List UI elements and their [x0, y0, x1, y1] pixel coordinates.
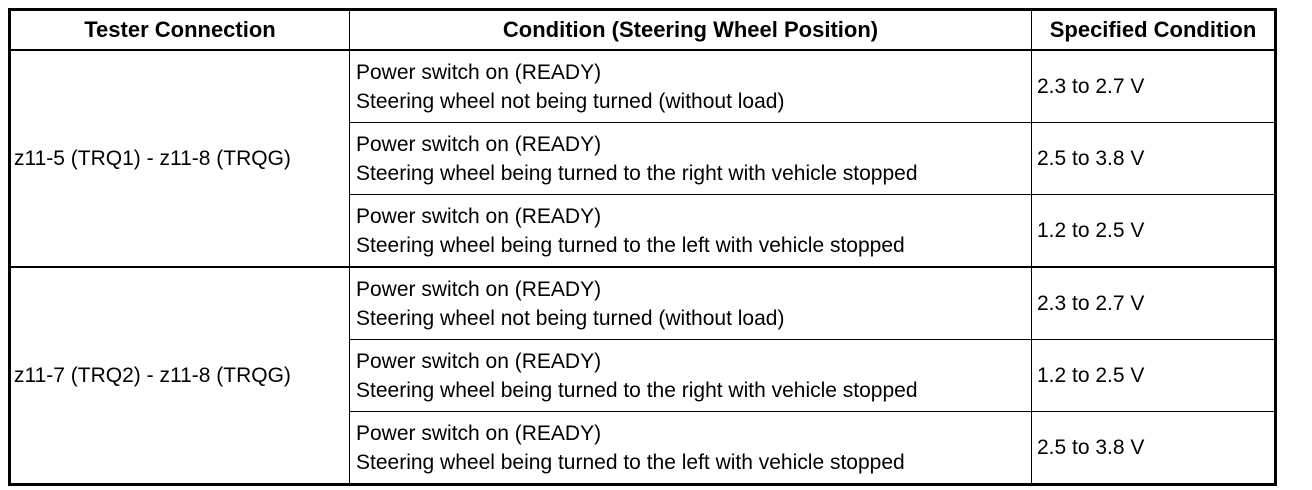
condition-cell: Power switch on (READY) Steering wheel b…	[349, 194, 1032, 268]
condition-line: Steering wheel not being turned (without…	[356, 89, 785, 113]
specified-condition-cell: 2.3 to 2.7 V	[1031, 266, 1276, 340]
condition-line: Power switch on (READY)	[356, 277, 602, 301]
condition-line: Steering wheel not being turned (without…	[356, 306, 785, 330]
tester-connection-cell: z11-7 (TRQ2) - z11-8 (TRQG)	[9, 266, 350, 485]
table-row: Power switch on (READY) Steering wheel b…	[10, 339, 1276, 412]
condition-cell: Power switch on (READY) Steering wheel b…	[349, 339, 1032, 412]
header-row: Tester Connection Condition (Steering Wh…	[9, 9, 1276, 51]
table-row: Power switch on (READY) Steering wheel b…	[10, 411, 1276, 485]
condition-cell: Power switch on (READY) Steering wheel b…	[349, 411, 1032, 485]
table-row: Power switch on (READY) Steering wheel b…	[10, 194, 1276, 268]
specified-condition-cell: 2.5 to 3.8 V	[1031, 411, 1276, 485]
specified-condition-cell: 2.5 to 3.8 V	[1031, 122, 1276, 195]
header-tester-connection: Tester Connection	[9, 9, 350, 51]
specification-table: Tester Connection Condition (Steering Wh…	[8, 8, 1277, 486]
specified-condition-cell: 1.2 to 2.5 V	[1031, 194, 1276, 268]
table-row: z11-5 (TRQ1) - z11-8 (TRQG) Power switch…	[9, 49, 1276, 268]
condition-line: Steering wheel being turned to the left …	[356, 233, 905, 257]
condition-cell: Power switch on (READY) Steering wheel n…	[349, 49, 1032, 123]
condition-line: Steering wheel being turned to the right…	[356, 378, 918, 402]
condition-line: Power switch on (READY)	[356, 421, 602, 445]
condition-line: Power switch on (READY)	[356, 204, 602, 228]
table-row: Power switch on (READY) Steering wheel b…	[10, 122, 1276, 195]
condition-line: Steering wheel being turned to the left …	[356, 450, 905, 474]
table-row: z11-7 (TRQ2) - z11-8 (TRQG) Power switch…	[9, 266, 1276, 485]
tester-connection-cell: z11-5 (TRQ1) - z11-8 (TRQG)	[9, 49, 350, 268]
condition-line: Power switch on (READY)	[356, 60, 602, 84]
condition-cell: Power switch on (READY) Steering wheel n…	[349, 266, 1032, 340]
header-specified-condition: Specified Condition	[1031, 9, 1276, 51]
specified-condition-cell: 1.2 to 2.5 V	[1031, 339, 1276, 412]
condition-line: Steering wheel being turned to the right…	[356, 161, 918, 185]
specified-condition-cell: 2.3 to 2.7 V	[1031, 49, 1276, 123]
header-condition: Condition (Steering Wheel Position)	[349, 9, 1032, 51]
condition-line: Power switch on (READY)	[356, 349, 602, 373]
condition-line: Power switch on (READY)	[356, 132, 602, 156]
condition-cell: Power switch on (READY) Steering wheel b…	[349, 122, 1032, 195]
